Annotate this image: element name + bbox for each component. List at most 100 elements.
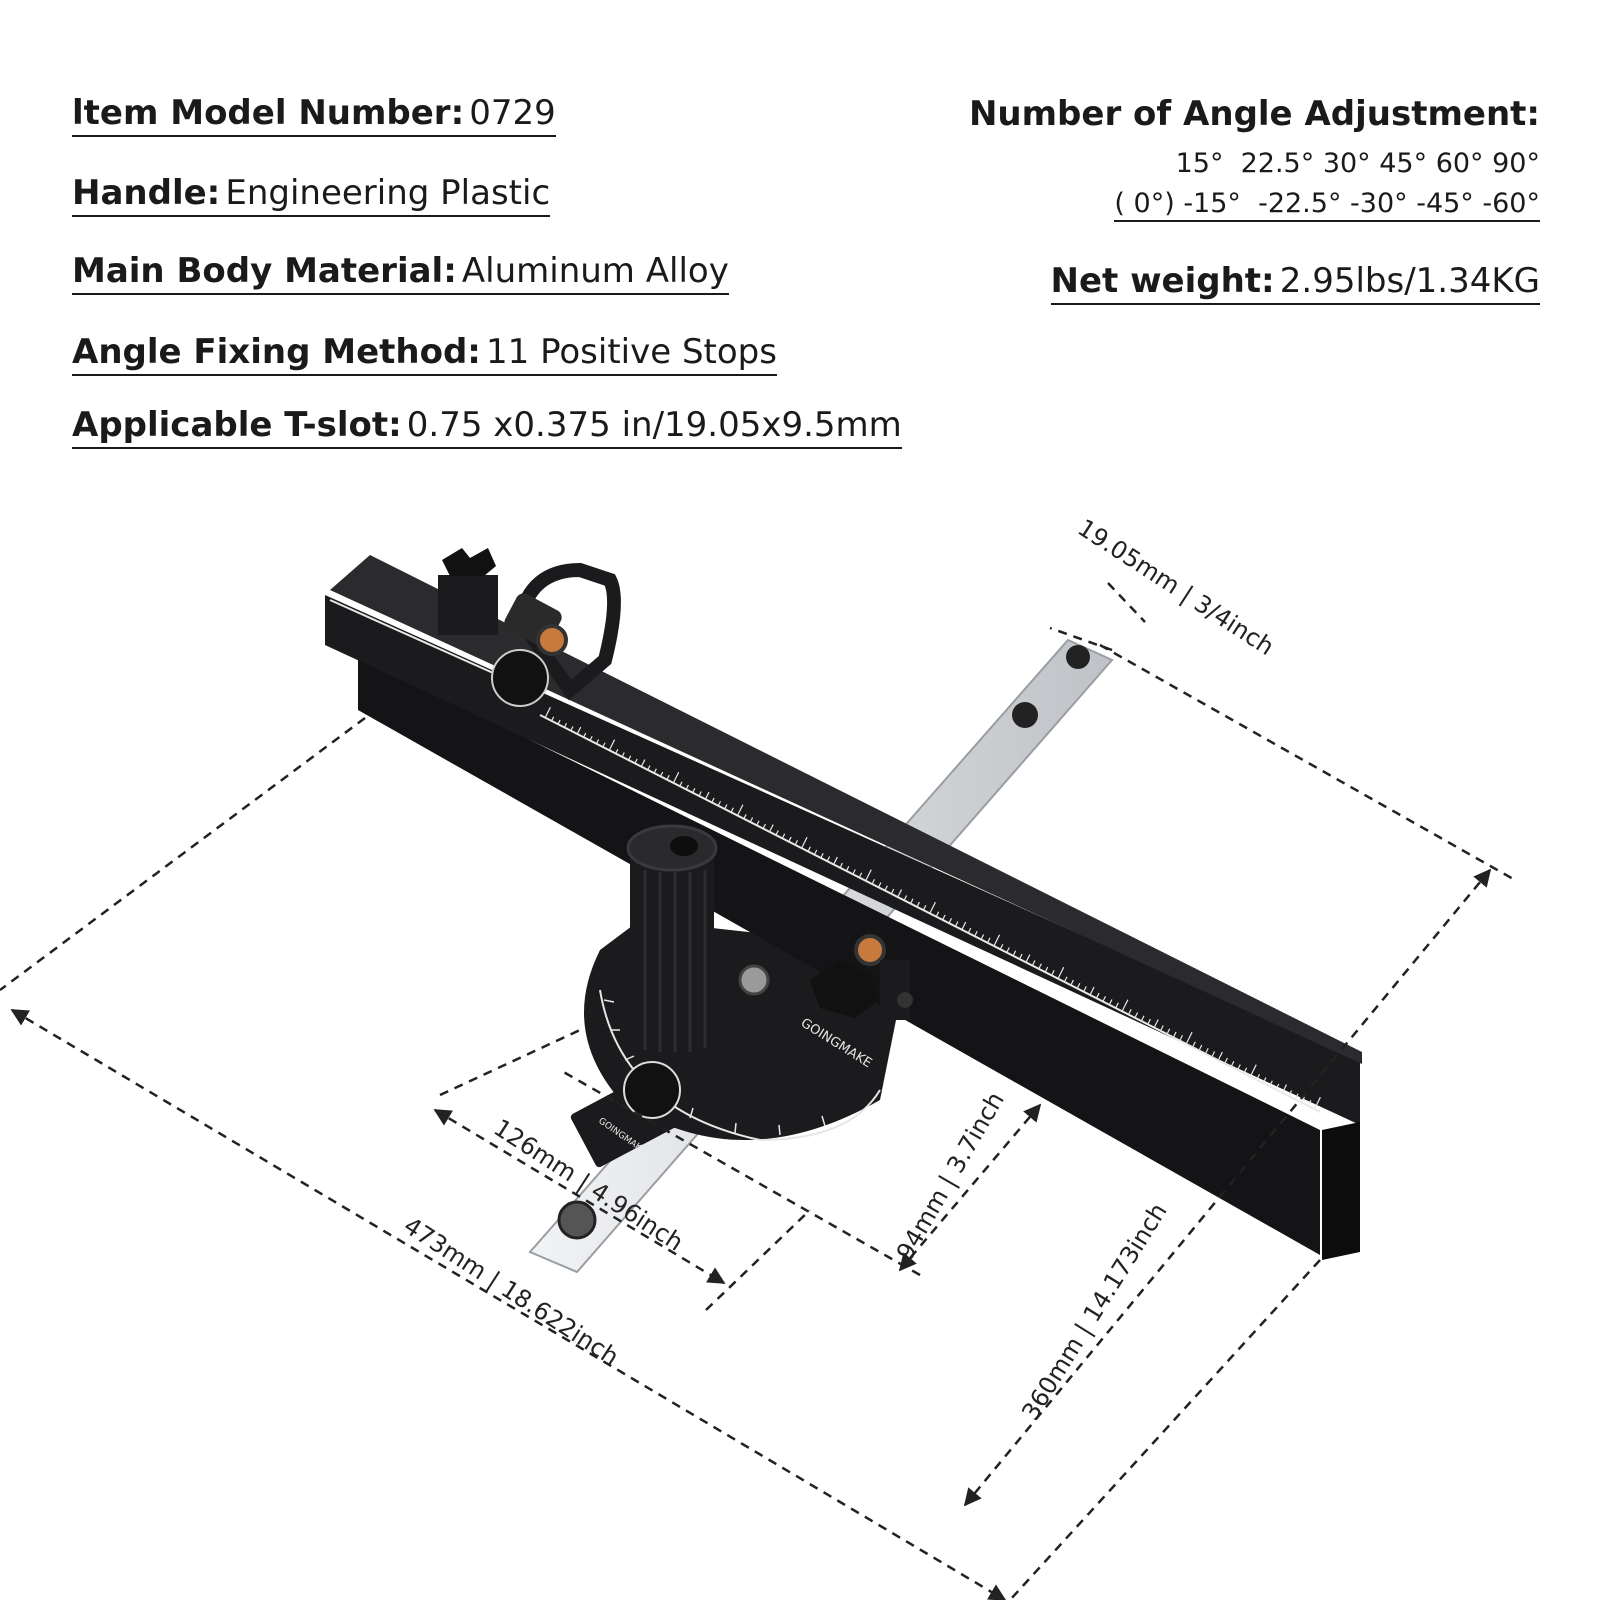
ruler-tick [890, 888, 895, 894]
ruler-tick [813, 849, 818, 855]
ruler-tick [884, 885, 888, 891]
ruler-tick [724, 804, 728, 810]
spec-model-number: ltem Model Number: 0729 [72, 93, 556, 138]
ruler-tick [769, 824, 774, 833]
spec-value: 2.95lbs/1.34KG [1279, 261, 1540, 301]
ruler-tick [711, 797, 715, 803]
ruler-tick [621, 752, 625, 758]
spec-main-body-material: Main Body Material: Aluminum Alloy [72, 251, 729, 296]
ruler-tick [826, 856, 831, 862]
spec-net-weight: Net weight: 2.95lbs/1.34KG [1050, 261, 1540, 306]
ruler-tick [878, 882, 882, 888]
ruler-tick [871, 878, 876, 885]
ruler-tick [846, 865, 850, 872]
spec-handle: Handle: Engineering Plastic [72, 173, 551, 218]
ruler-tick [807, 846, 811, 852]
spec-value: 11 Positive Stops [486, 332, 777, 372]
ruler-tick [948, 917, 953, 924]
ruler-tick [602, 742, 606, 748]
spec-label: Angle Fixing Method: [72, 332, 481, 372]
bar-screw [1012, 702, 1038, 728]
ruler-tick [557, 719, 561, 725]
dimension-lines [0, 582, 1516, 1600]
ruler-tick [794, 839, 799, 846]
ruler-tick [923, 904, 927, 911]
ruler-tick [627, 755, 632, 761]
ruler-tick [563, 722, 568, 729]
ruler-tick [801, 836, 808, 849]
ruler-tick [570, 726, 574, 732]
ruler-tick [955, 921, 959, 927]
ruler-tick [659, 771, 664, 777]
ruler-tick [762, 823, 766, 829]
ruler-tick [582, 732, 587, 738]
ruler-tick [653, 768, 657, 774]
bar-screw [1066, 645, 1090, 669]
ruler-tick [730, 807, 734, 813]
ruler-tick [788, 836, 792, 842]
fence [325, 555, 1362, 1260]
ruler-tick [634, 758, 638, 764]
spec-label: Main Body Material: [72, 251, 457, 291]
ruler-tick [679, 781, 683, 787]
ruler-tick [929, 901, 936, 914]
ruler-tick [858, 872, 863, 878]
bar-screw [557, 1200, 597, 1240]
ruler-tick [550, 716, 555, 722]
ruler-tick [544, 706, 551, 719]
spec-value: 0729 [469, 93, 556, 133]
handle [626, 824, 718, 1053]
angle-adjustment-title: Number of Angle Adjustment: [968, 94, 1540, 134]
ruler-tick [666, 774, 670, 781]
ruler-tick [576, 726, 582, 735]
ruler-tick [640, 759, 646, 768]
spec-label: Net weight: [1050, 261, 1275, 301]
ruler-tick [916, 901, 920, 907]
dim-bar-width: 19.05mm | 3/4inch [1073, 514, 1279, 662]
angle-adjustment-positive: 15° 22.5° 30° 45° 60° 90° [1175, 148, 1540, 179]
ruler-tick [749, 817, 754, 823]
ruler-tick [736, 804, 744, 816]
ruler-tick [942, 914, 946, 920]
spec-label: Handle: [72, 173, 221, 213]
ruler-tick [698, 791, 702, 797]
ruler-tick [852, 869, 856, 875]
ruler-tick [608, 739, 616, 751]
ruler-tick [672, 771, 680, 784]
ruler-tick [897, 889, 903, 898]
ruler-tick [647, 765, 651, 771]
ruler-tick [692, 787, 696, 794]
spec-value: Aluminum Alloy [461, 251, 729, 291]
ruler-tick [903, 895, 908, 901]
ruler-tick [704, 791, 710, 800]
spec-applicable-t-slot: Applicable T-slot: 0.75 x0.375 in/19.05x… [72, 405, 902, 450]
ruler-tick [756, 820, 760, 826]
stop-dial [491, 649, 549, 707]
ruler-tick [685, 784, 689, 790]
dim-bar-length: 360mm | 14.173inch [1016, 1198, 1172, 1425]
ruler-tick [743, 813, 747, 820]
ruler-tick [717, 800, 722, 807]
dim-protractor-depth: 94mm | 3.7inch [891, 1087, 1010, 1265]
ruler-tick [839, 862, 843, 868]
spec-value: 0.75 x0.375 in/19.05x9.5mm [406, 405, 902, 445]
spec-angle-fixing-method: Angle Fixing Method: 11 Positive Stops [72, 332, 777, 377]
spec-label: ltem Model Number: [72, 93, 465, 133]
angle-adjustment-negative: ( 0°) -15° -22.5° -30° -45° -60° [1114, 188, 1540, 222]
ruler-tick [820, 852, 824, 859]
ruler-tick [833, 856, 838, 865]
spec-label: Applicable T-slot: [72, 405, 402, 445]
ruler-tick [775, 830, 779, 836]
ruler-tick [781, 833, 786, 839]
ruler-tick [935, 911, 940, 917]
lock-knob [810, 934, 913, 1020]
ruler-tick [910, 898, 914, 904]
ruler-tick [595, 739, 600, 745]
spec-value: Engineering Plastic [225, 173, 551, 213]
ruler-tick [865, 869, 872, 881]
screw [738, 964, 770, 996]
ruler-tick [589, 735, 593, 742]
ruler-tick [615, 748, 619, 755]
flip-stop [438, 548, 621, 707]
